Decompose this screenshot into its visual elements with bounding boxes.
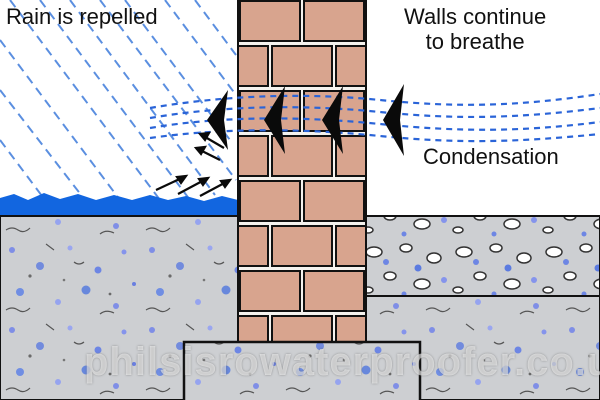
breathing-arrows bbox=[207, 84, 404, 156]
label-walls-breathe: Walls continue to breathe bbox=[404, 4, 546, 55]
label-walls-line2: to breathe bbox=[425, 29, 525, 55]
label-rain-repelled: Rain is repelled bbox=[6, 4, 158, 29]
label-walls-line1: Walls continue bbox=[404, 4, 547, 29]
ground-right-hardcore bbox=[365, 215, 600, 297]
rain-streaks bbox=[0, 0, 237, 201]
repel-arrows bbox=[155, 131, 233, 197]
label-condensation: Condensation bbox=[423, 144, 559, 169]
watermark-text: philsisrowaterproofer.co.uk bbox=[84, 340, 600, 384]
water-surface bbox=[0, 193, 238, 216]
foundation-footing bbox=[182, 340, 422, 400]
brick-wall bbox=[237, 0, 367, 343]
